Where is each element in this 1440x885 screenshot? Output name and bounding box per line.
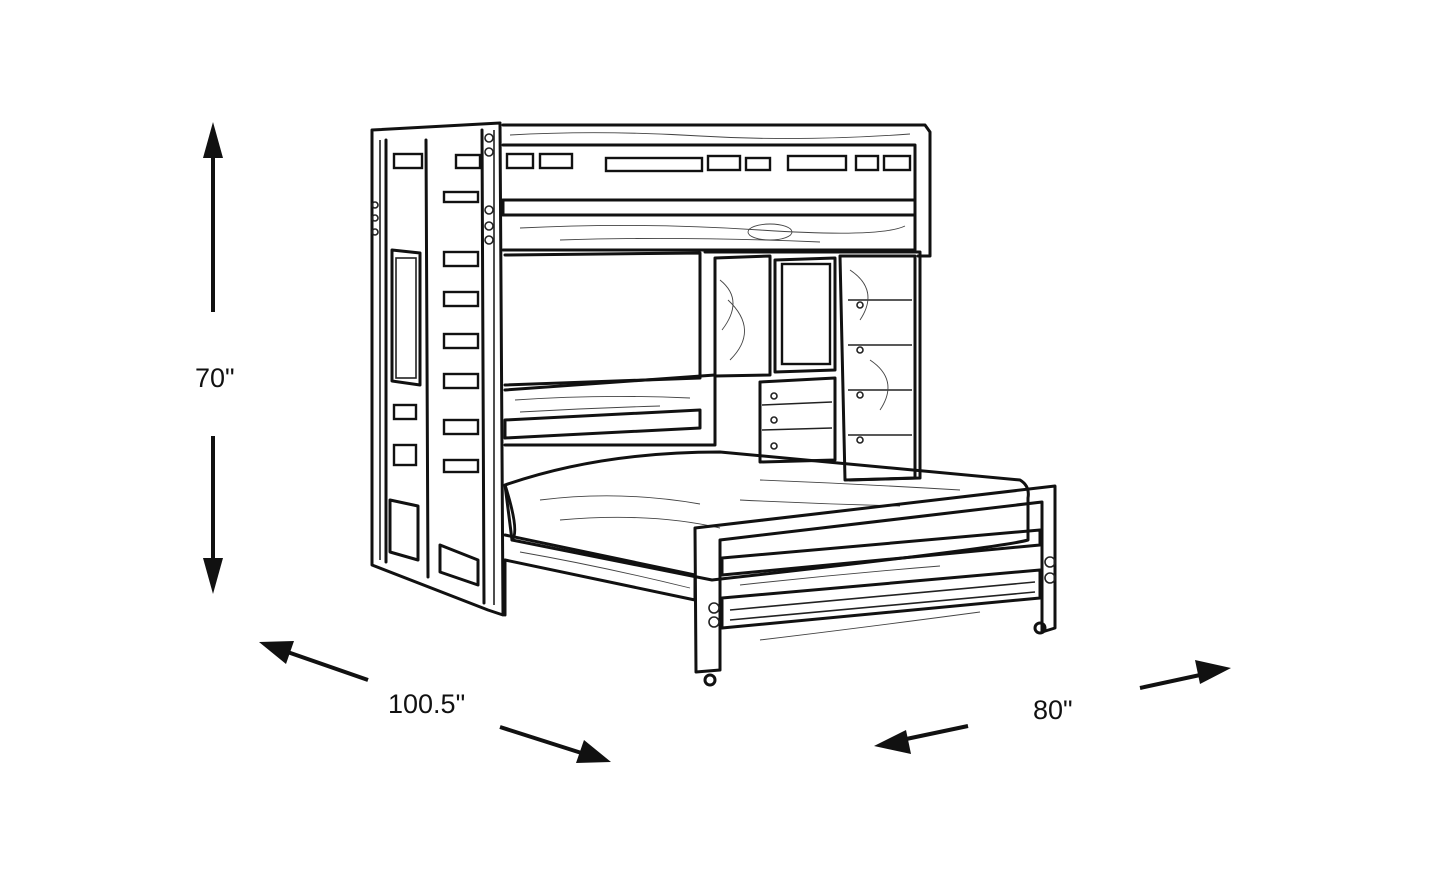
headboard xyxy=(503,251,717,447)
loft-guard-rail xyxy=(501,123,932,258)
footboard xyxy=(693,484,1057,687)
left-end-panel xyxy=(370,121,505,617)
mattress xyxy=(503,450,1030,582)
depth-label: 80" xyxy=(1033,695,1073,725)
casters xyxy=(703,621,1047,687)
width-arrow xyxy=(259,641,611,763)
height-arrow xyxy=(203,122,223,594)
ladder-rungs xyxy=(442,190,480,474)
depth-arrow xyxy=(874,660,1231,754)
desk-unit xyxy=(703,250,922,482)
loft-bed xyxy=(370,121,1057,687)
height-label: 70" xyxy=(195,363,235,393)
width-label: 100.5" xyxy=(388,689,466,719)
side-rail xyxy=(503,533,697,617)
